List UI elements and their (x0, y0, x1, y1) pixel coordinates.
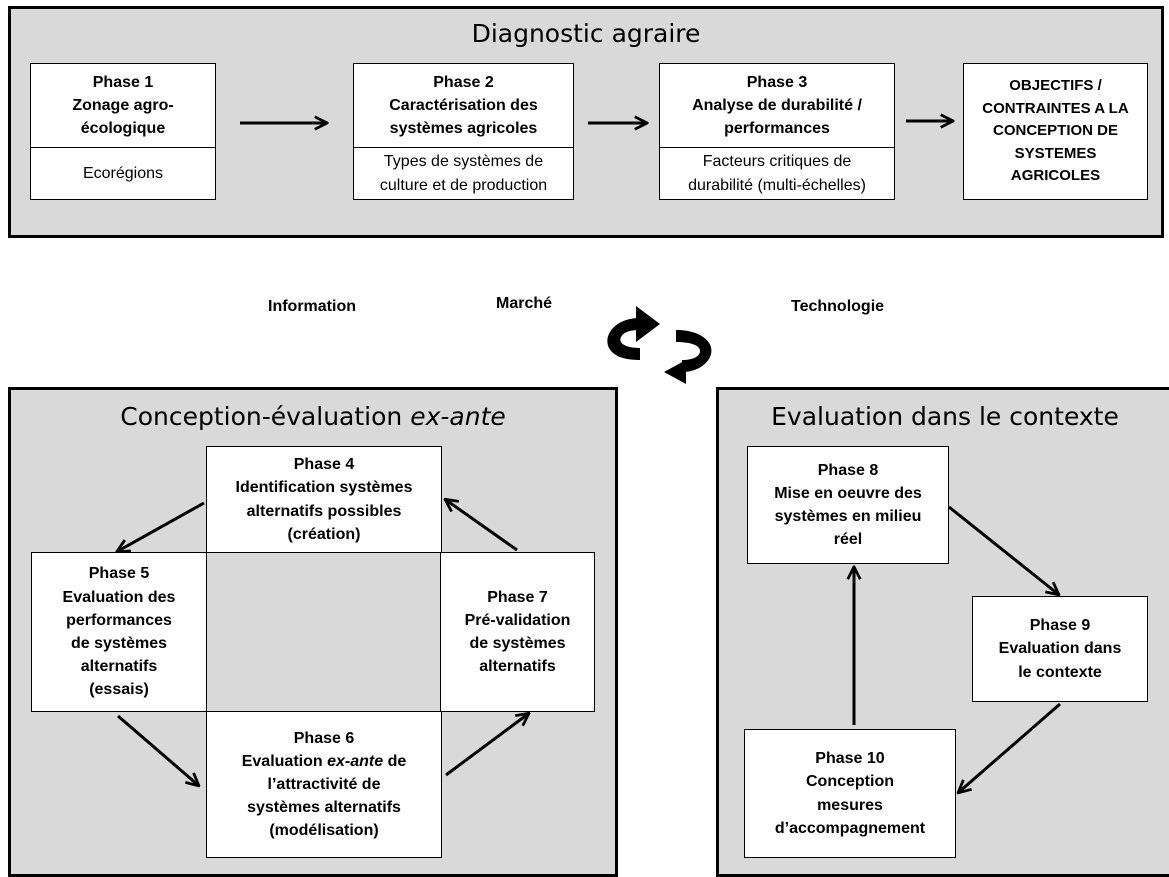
phase1-label: Phase 1 (92, 73, 154, 91)
phase8-line: Mise en oeuvre des (774, 484, 922, 502)
phase4-label: Phase 4 (293, 456, 355, 474)
phase6-line: systèmes alternatifs (247, 799, 401, 817)
objectives-line: AGRICOLES (1010, 167, 1101, 185)
phase7-line: de systèmes (469, 635, 566, 652)
phase5-label: Phase 5 (88, 565, 150, 583)
phase9-line: le contexte (1018, 663, 1102, 681)
phase10-label: Phase 10 (815, 750, 885, 768)
arrow-phase8-to-phase9 (948, 505, 1058, 594)
phase4-line: Identification systèmes (235, 479, 413, 497)
phase7-line: alternatifs (479, 658, 556, 676)
marche-label: Marché (496, 295, 553, 312)
phase9-box: Phase 9 Evaluation dans le contexte (972, 596, 1148, 702)
phase6-line: l’attractivité de (267, 775, 381, 793)
phase3-title-line: Analyse de durabilité / (692, 96, 862, 114)
phase8-box: Phase 8 Mise en oeuvre des systèmes en m… (747, 446, 949, 564)
phase9-line: Evaluation dans (998, 640, 1122, 658)
phase3-label: Phase 3 (746, 73, 808, 91)
phase6-line-prefix: Evaluation (241, 752, 328, 770)
phase6-label: Phase 6 (293, 729, 355, 747)
phase3-box: Phase 3 Analyse de durabilité / performa… (659, 63, 895, 148)
phase6-line: Evaluation ex-ante de (242, 750, 407, 773)
phase6-line-italic: ex-ante (327, 752, 384, 770)
phase1-title-line: écologique (80, 120, 166, 138)
phase8-line: systèmes en milieu (774, 508, 922, 525)
phase2-sub-text: Types de systèmes de (383, 153, 544, 171)
phase5-box: Phase 5 Evaluation des performances de s… (31, 552, 207, 712)
phase7-line: Pré-validation (464, 611, 571, 629)
phase1-sub-box: Ecorégions (30, 147, 216, 200)
phase10-box: Phase 10 Conception mesures d’accompagne… (744, 729, 956, 858)
phase2-title-line: Caractérisation des (389, 96, 538, 114)
phase10-line: Conception (806, 773, 894, 791)
phase5-line: de systèmes (70, 635, 168, 652)
conception-title-text: Conception-évaluation (120, 402, 411, 431)
phase10-line: mesures (817, 796, 883, 814)
arrow-phase6-to-phase7 (445, 714, 528, 777)
conception-panel-title: Conception-évaluation ex-ante (11, 402, 615, 431)
arrow-phase4-to-phase5 (118, 501, 205, 551)
objectives-line: SYSTEMES (1014, 144, 1097, 162)
arrow-phase7-to-phase4 (446, 500, 518, 552)
phase2-sub-box: Types de systèmes de culture et de produ… (353, 147, 574, 200)
phase1-sub-text: Ecorégions (82, 164, 164, 182)
phase10-line: d’accompagnement (774, 819, 926, 837)
phase4-box: Phase 4 Identification systèmes alternat… (206, 446, 442, 553)
phase6-line: (modélisation) (269, 822, 379, 840)
conception-title-italic: ex-ante (410, 402, 506, 431)
phase2-label: Phase 2 (433, 73, 494, 91)
cycle-arrows-icon (607, 306, 712, 384)
phase4-line: alternatifs possibles (246, 502, 402, 520)
phase1-title-line: Zonage agro- (72, 96, 174, 114)
phase6-line-suffix: de (383, 752, 407, 770)
diagnostic-panel-title: Diagnostic agraire (471, 19, 701, 48)
phase9-label: Phase 9 (1029, 617, 1091, 635)
phase2-sub-text: culture et de production (379, 176, 548, 194)
information-label: Information (268, 298, 356, 315)
objectives-box: OBJECTIFS / CONTRAINTES A LA CONCEPTION … (963, 63, 1148, 200)
objectives-line: CONTRAINTES A LA (982, 99, 1129, 117)
phase7-box: Phase 7 Pré-validation de systèmes alter… (440, 552, 595, 712)
phase8-line: réel (833, 531, 863, 549)
objectives-line: CONCEPTION DE (992, 122, 1118, 140)
arrow-phase5-to-phase6 (117, 714, 198, 785)
technologie-label: Technologie (791, 298, 885, 315)
phase6-box: Phase 6 Evaluation ex-ante de l’attracti… (206, 711, 442, 858)
arrow-phase9-to-phase10 (959, 702, 1061, 792)
phase3-sub-box: Facteurs critiques de durabilité (multi-… (659, 147, 895, 200)
context-panel-title: Evaluation dans le contexte (771, 402, 1119, 431)
phase5-line: (essais) (89, 681, 149, 699)
phase2-box: Phase 2 Caractérisation des systèmes agr… (353, 63, 574, 148)
phase3-sub-text: durabilité (multi-échelles) (688, 176, 866, 194)
phase3-sub-text: Facteurs critiques de (702, 153, 852, 171)
objectives-line: OBJECTIFS / (1009, 77, 1102, 95)
phase4-line: (création) (287, 525, 361, 543)
phase5-line: performances (66, 611, 172, 629)
phase5-line: Evaluation des (62, 588, 176, 606)
phase3-title-line: performances (724, 120, 830, 138)
phase5-line: alternatifs (80, 658, 158, 676)
phase7-label: Phase 7 (487, 588, 548, 606)
phase8-label: Phase 8 (817, 461, 879, 479)
phase2-title-line: systèmes agricoles (389, 120, 538, 138)
